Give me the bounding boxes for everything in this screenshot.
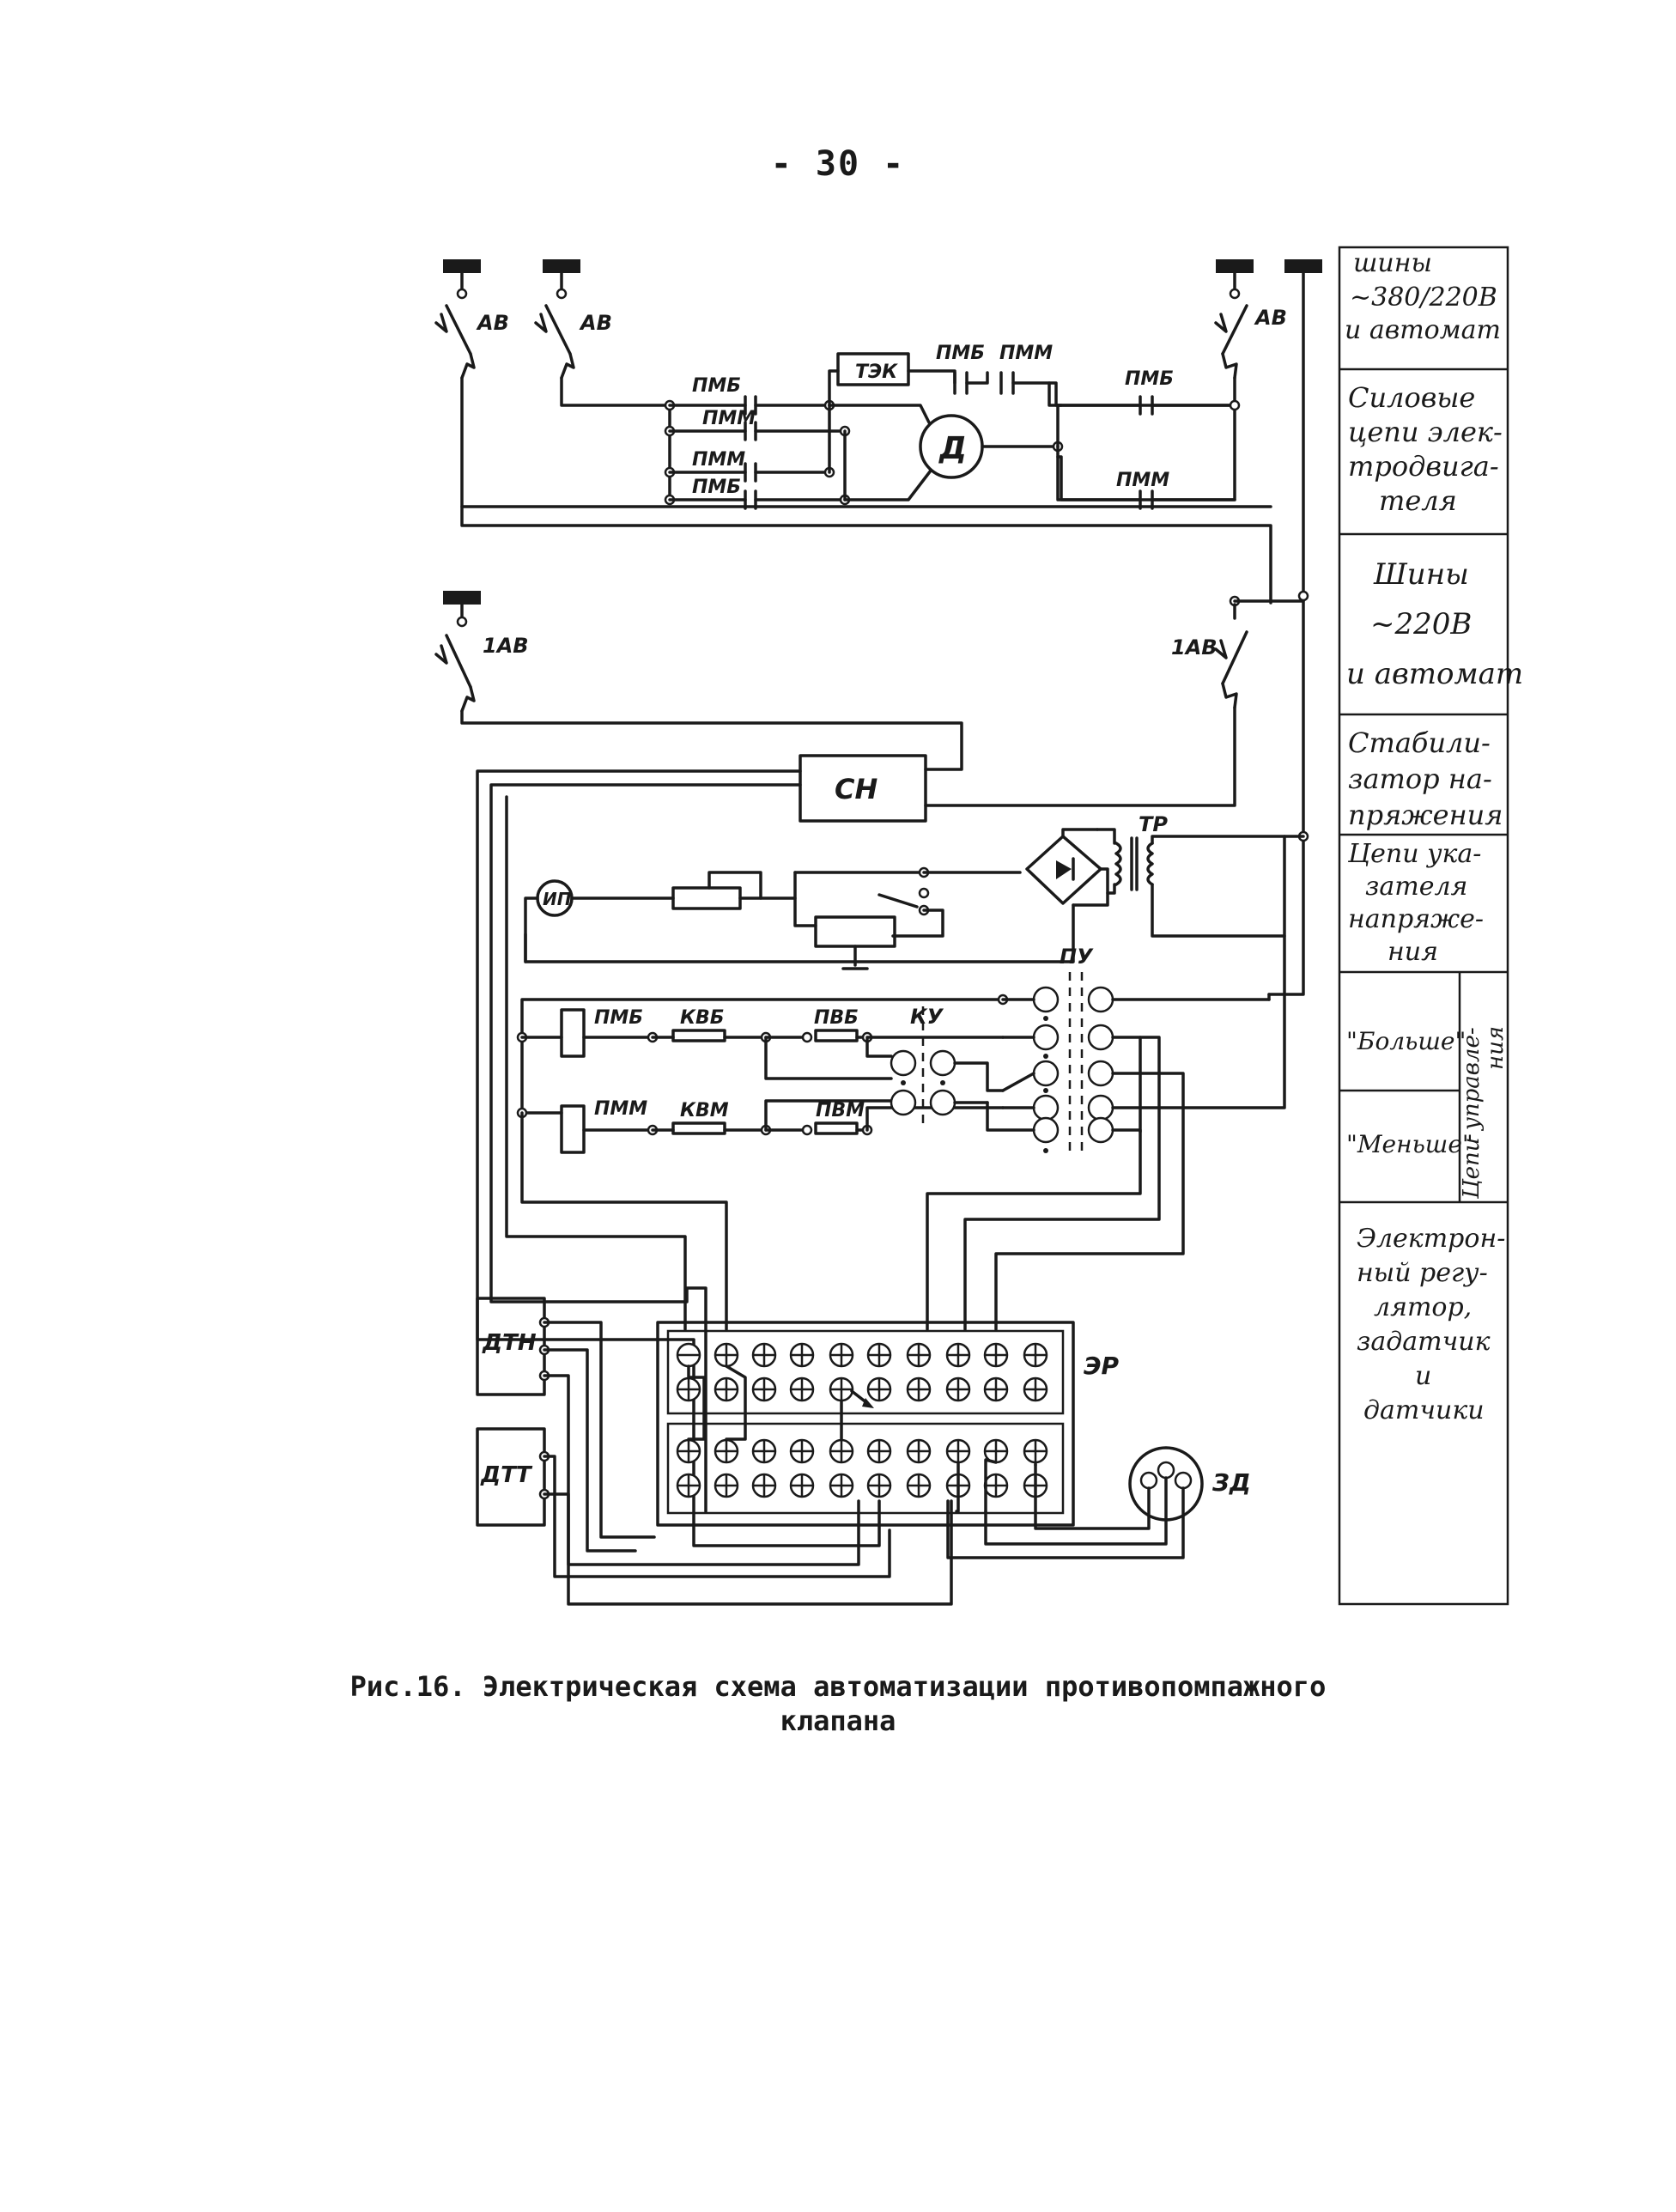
figure-caption: Рис.16. Электрическая схема автоматизаци…: [0, 1669, 1676, 1738]
side-label-electronic-regulator: Электрон- ный регу- лятор, задатчик и да…: [1357, 1224, 1514, 1425]
label-sn: СН: [835, 773, 877, 805]
figure-caption-line-2: клапана: [780, 1705, 896, 1737]
electronic-regulator: ЭР: [656, 1321, 1120, 1527]
side-label-buses-220: Шины ~220В и автомат: [1346, 557, 1523, 691]
label-amm-3: ПММ: [999, 343, 1053, 364]
er-terminals-top: [676, 1342, 1048, 1402]
label-pmm: ПММ: [594, 1098, 647, 1120]
label-dtn: ДТН: [482, 1330, 537, 1356]
thermal-relay-tek: ТЭК ПМБ ПММ: [828, 343, 1063, 407]
label-1av-right: 1АВ: [1171, 635, 1218, 659]
label-av-1: АВ: [476, 311, 509, 335]
page-number: - 30 -: [770, 144, 906, 184]
breaker-av-2: АВ: [534, 304, 612, 380]
label-tr: ТР: [1139, 812, 1168, 836]
label-motor: Д: [938, 431, 967, 466]
bus-terminals: [443, 259, 1322, 628]
breaker-av-3: АВ: [1214, 304, 1287, 380]
label-tek: ТЭК: [855, 362, 898, 383]
control-circuits: ПМБ КВБ ПВБ ПММ КВМ ПВМ: [516, 934, 1286, 1331]
label-avb: ПВБ: [814, 1007, 859, 1029]
label-pu: ПУ: [1060, 945, 1094, 969]
label-pmb: ПМБ: [594, 1007, 643, 1029]
motor-contact-ladder: ПМБ ПММ ПММ ПМБ: [664, 375, 851, 510]
label-kvm: КВМ: [680, 1100, 729, 1121]
label-av-2: АВ: [579, 311, 612, 335]
label-zd: ЗД: [1211, 1468, 1251, 1497]
setpoint-zd: ЗД: [946, 1446, 1251, 1559]
label-er: ЭР: [1084, 1352, 1120, 1380]
er-terminals-bottom: [676, 1438, 1048, 1498]
label-avm: ПВМ: [816, 1100, 865, 1121]
breaker-1av-left: 1АВ: [434, 634, 963, 771]
side-label-more: "Больше": [1346, 1027, 1466, 1055]
label-kvb: КВБ: [680, 1007, 725, 1029]
side-panel: шины ~380/220В и автомат Силовые цепи эл…: [1338, 246, 1523, 1606]
breaker-1av-right: 1АВ: [924, 595, 1305, 807]
label-av-3: АВ: [1254, 306, 1287, 330]
label-amm-1: ПММ: [702, 408, 756, 429]
voltage-stabilizer: СН: [476, 754, 927, 1547]
side-label-control-circuits: Цепи управле- ния: [1459, 1020, 1509, 1200]
label-amb-1: ПМБ: [692, 375, 741, 397]
label-amb-2: ПМБ: [692, 477, 741, 498]
reversing-contacts: ПМБ ПММ: [1056, 368, 1241, 510]
regulator-wiring: [505, 795, 728, 1331]
sensor-dtt: ДТТ: [476, 1427, 953, 1606]
label-amm-2: ПММ: [692, 449, 745, 471]
label-amb-4: ПМБ: [1125, 368, 1174, 390]
label-ip: ИП: [543, 889, 572, 909]
label-ku: КУ: [910, 1005, 944, 1029]
motor: Д: [828, 404, 1064, 501]
side-label-voltage-stabilizer: Стабили- затор на- пряжения: [1348, 726, 1503, 831]
side-label-less: "Меньше": [1346, 1130, 1473, 1158]
voltage-indicator-circuit: ИП ТР: [524, 812, 1305, 970]
side-label-buses-380: шины ~380/220В и автомат: [1345, 248, 1505, 345]
breaker-av-1: АВ: [434, 304, 509, 380]
label-dtt: ДТТ: [480, 1462, 533, 1488]
label-amm-4: ПММ: [1116, 470, 1169, 491]
figure-caption-line-1: Рис.16. Электрическая схема автоматизаци…: [349, 1670, 1327, 1703]
label-amb-3: ПМБ: [936, 343, 985, 364]
side-label-indicator-circuits: Цепи ука- зателя напряже- ния: [1347, 839, 1492, 967]
side-label-power-circuits: Силовые цепи элек- тродвига- теля: [1348, 381, 1511, 517]
label-1av-left: 1АВ: [483, 634, 529, 658]
